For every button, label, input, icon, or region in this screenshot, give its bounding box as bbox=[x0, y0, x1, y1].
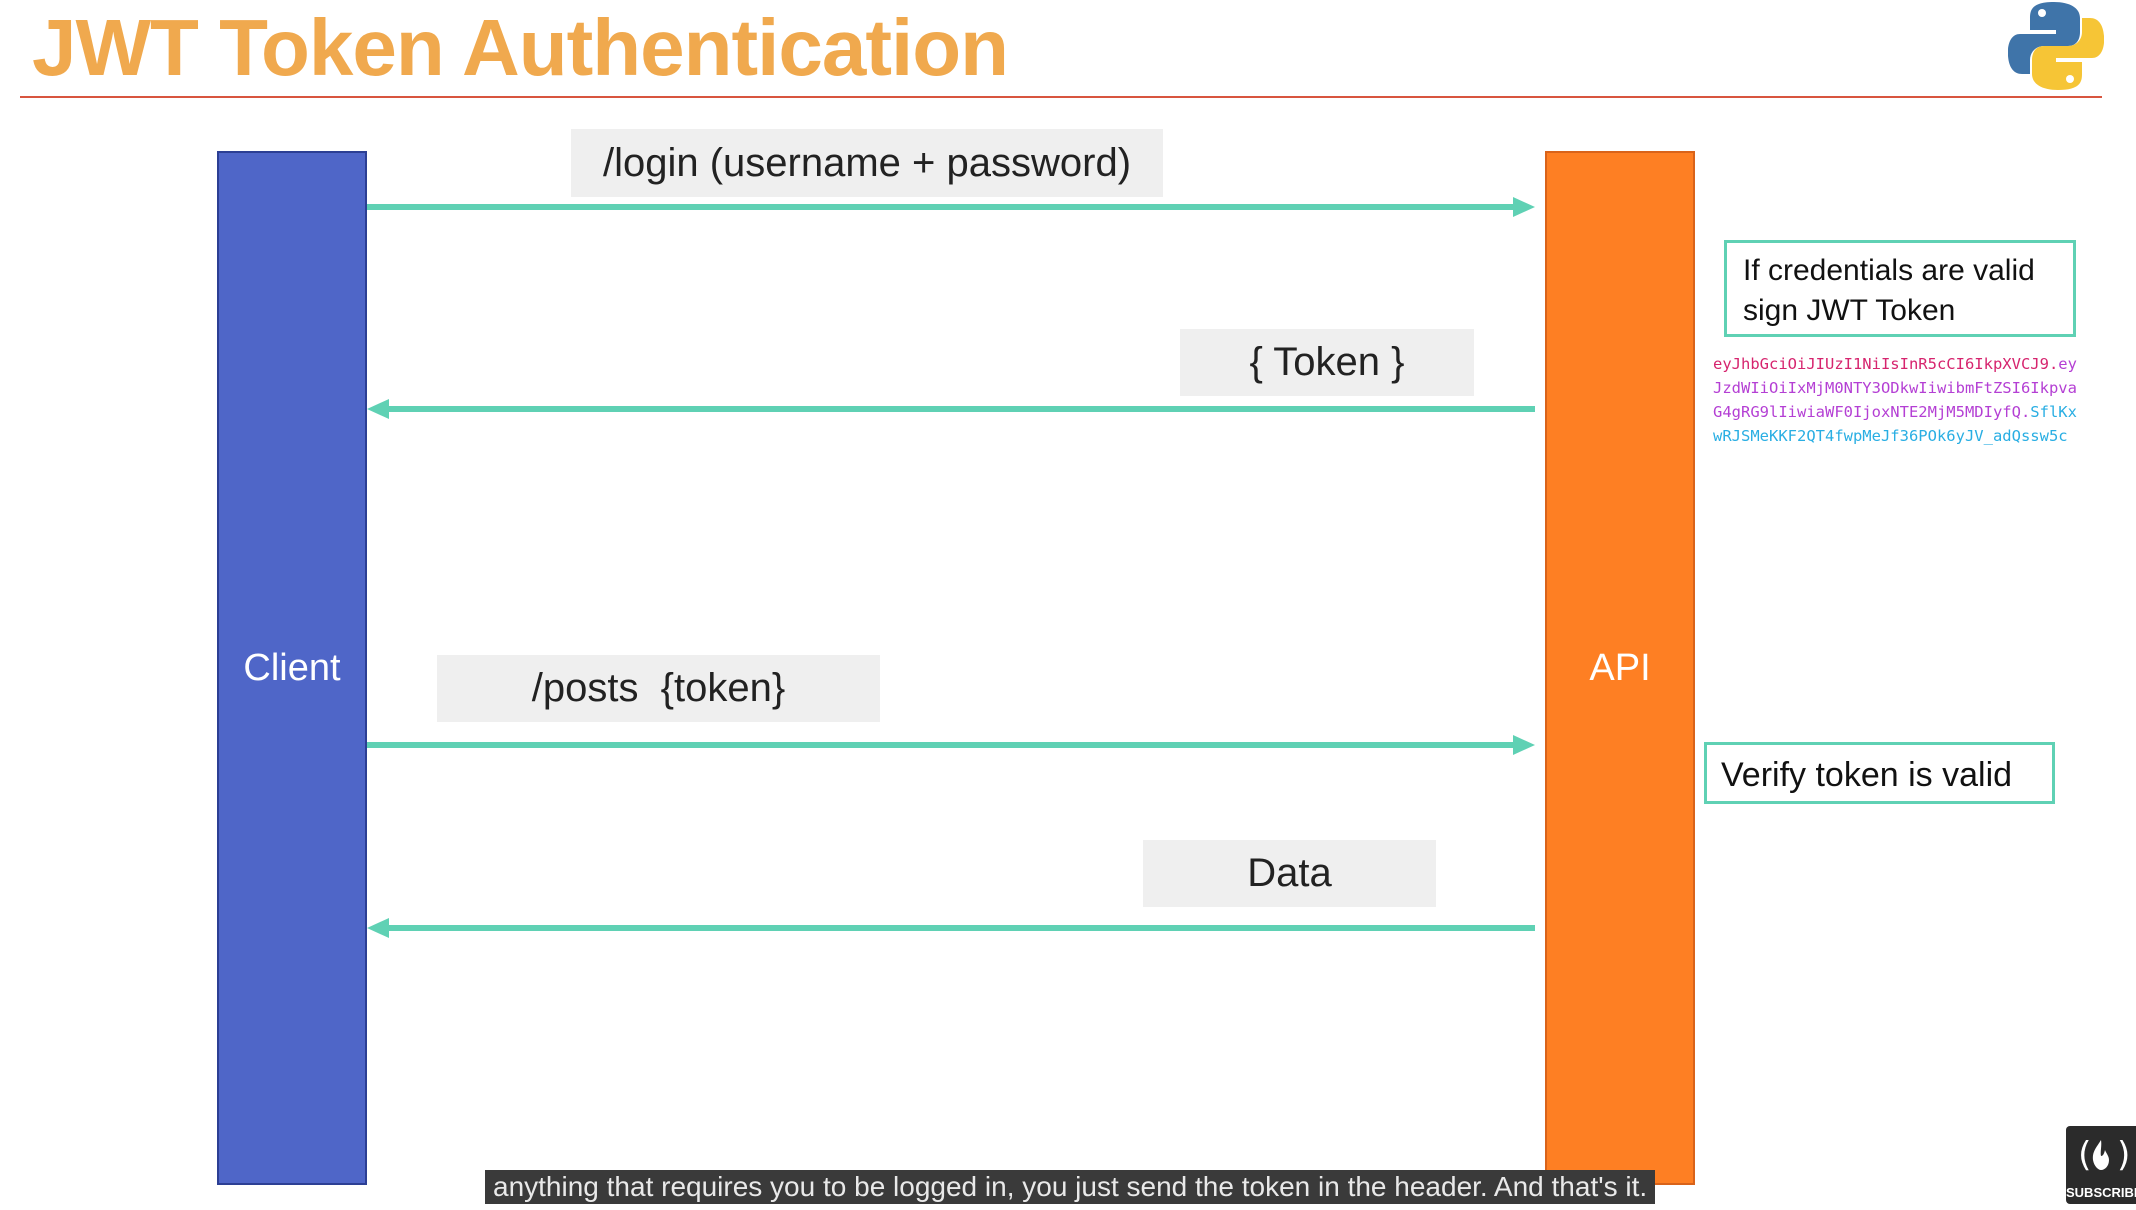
subscribe-label: SUBSCRIBE bbox=[2066, 1185, 2136, 1200]
jwt-payload: JzdWIiOiIxMjM0NTY3ODkwIiwibmFtZSI6Ikpva bbox=[1713, 379, 2077, 397]
verify-note: Verify token is valid bbox=[1704, 742, 2055, 804]
api-label: API bbox=[1589, 646, 1651, 689]
python-logo-icon bbox=[2008, 2, 2104, 90]
freecodecamp-flame-icon: ( ) bbox=[2074, 1135, 2134, 1175]
video-caption: anything that requires you to be logged … bbox=[485, 1170, 1656, 1204]
data-arrow bbox=[367, 918, 1535, 938]
login-request-label: /login (username + password) bbox=[571, 129, 1163, 197]
credentials-note: If credentials are valid sign JWT Token bbox=[1724, 240, 2076, 337]
token-arrow bbox=[367, 399, 1535, 419]
jwt-token-example: eyJhbGciOiJIUzI1NiIsInR5cCI6IkpXVCJ9.ey … bbox=[1713, 355, 2077, 445]
token-response-label: { Token } bbox=[1180, 329, 1474, 396]
client-lane: Client bbox=[217, 151, 367, 1185]
api-lane: API bbox=[1545, 151, 1695, 1185]
posts-arrow bbox=[367, 735, 1535, 755]
page-title: JWT Token Authentication bbox=[32, 3, 1009, 92]
data-response-label: Data bbox=[1143, 840, 1436, 907]
client-label: Client bbox=[243, 646, 341, 689]
svg-text:(: ( bbox=[2074, 1135, 2094, 1175]
posts-request-label: /posts {token} bbox=[437, 655, 880, 722]
title-divider bbox=[20, 96, 2102, 98]
jwt-header: eyJhbGciOiJIUzI1NiIsInR5cCI6IkpXVCJ9 bbox=[1713, 355, 2049, 373]
jwt-signature: SflKx bbox=[2030, 403, 2077, 421]
login-arrow bbox=[367, 197, 1535, 217]
svg-text:): ) bbox=[2114, 1135, 2134, 1175]
subscribe-button[interactable]: ( ) SUBSCRIBE bbox=[2066, 1126, 2136, 1204]
